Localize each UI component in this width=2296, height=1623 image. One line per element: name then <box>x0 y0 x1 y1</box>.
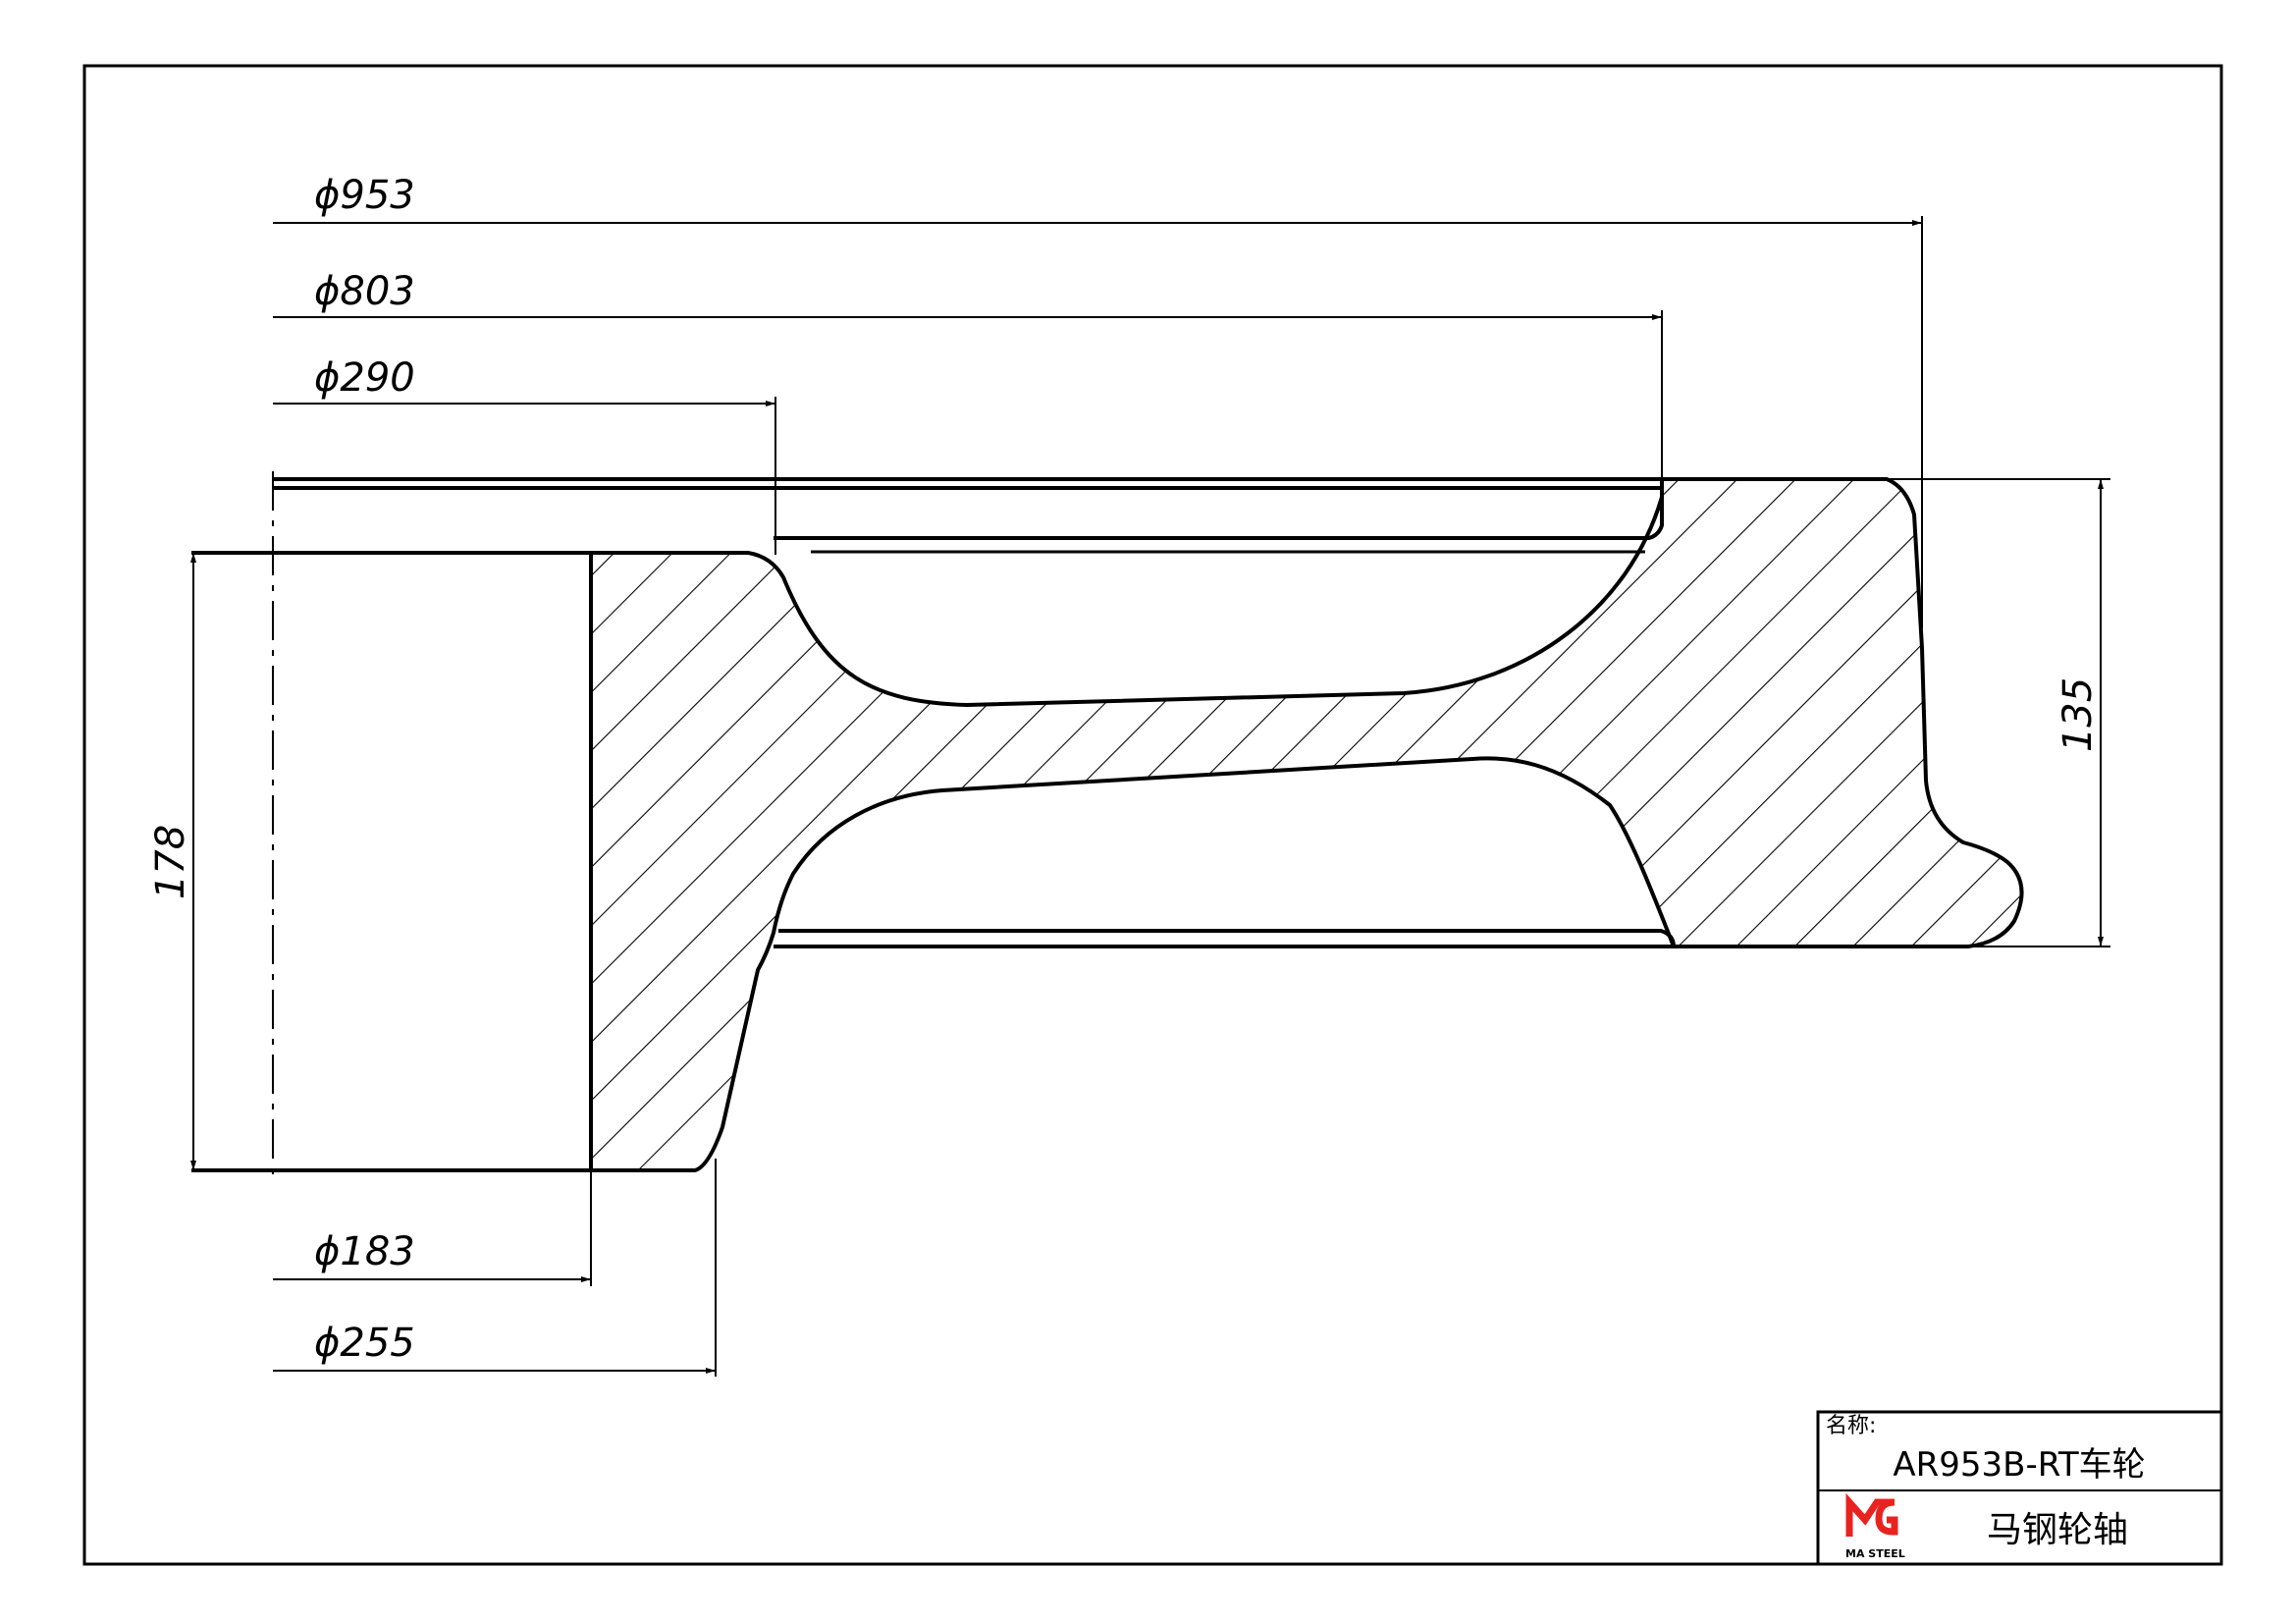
dim-953-label: ϕ953 <box>314 173 415 218</box>
title-block: 名称: AR953B-RT车轮 MA STEEL 马钢轮轴 <box>1816 1410 2223 1566</box>
dim-255-label: ϕ255 <box>314 1321 415 1366</box>
dim-183-label: ϕ183 <box>314 1229 415 1274</box>
dim-290-label: ϕ290 <box>314 355 415 401</box>
drawing-frame <box>82 64 2223 1566</box>
dim-135: 135 <box>1887 478 2110 947</box>
dim-183: ϕ183 <box>273 1170 592 1286</box>
lower-groove-line <box>774 929 1677 948</box>
part-name: AR953B-RT车轮 <box>1893 1445 2145 1485</box>
company-name: 马钢轮轴 <box>1987 1510 2128 1550</box>
dim-803: ϕ803 <box>273 269 1663 481</box>
name-label: 名称: <box>1826 1414 1876 1438</box>
ma-steel-logo: MA STEEL <box>1845 1492 1905 1560</box>
wheel-section <box>589 477 2024 1172</box>
dim-803-label: ϕ803 <box>314 269 415 314</box>
dim-255: ϕ255 <box>273 1159 717 1377</box>
dim-178: 178 <box>148 553 196 1170</box>
dim-290: ϕ290 <box>273 355 776 555</box>
svg-text:MA STEEL: MA STEEL <box>1845 1547 1905 1560</box>
dim-178-label: 178 <box>148 825 193 899</box>
dim-135-label: 135 <box>2056 677 2101 752</box>
upper-flange-line-2 <box>273 486 1664 540</box>
dim-953: ϕ953 <box>273 173 1923 628</box>
